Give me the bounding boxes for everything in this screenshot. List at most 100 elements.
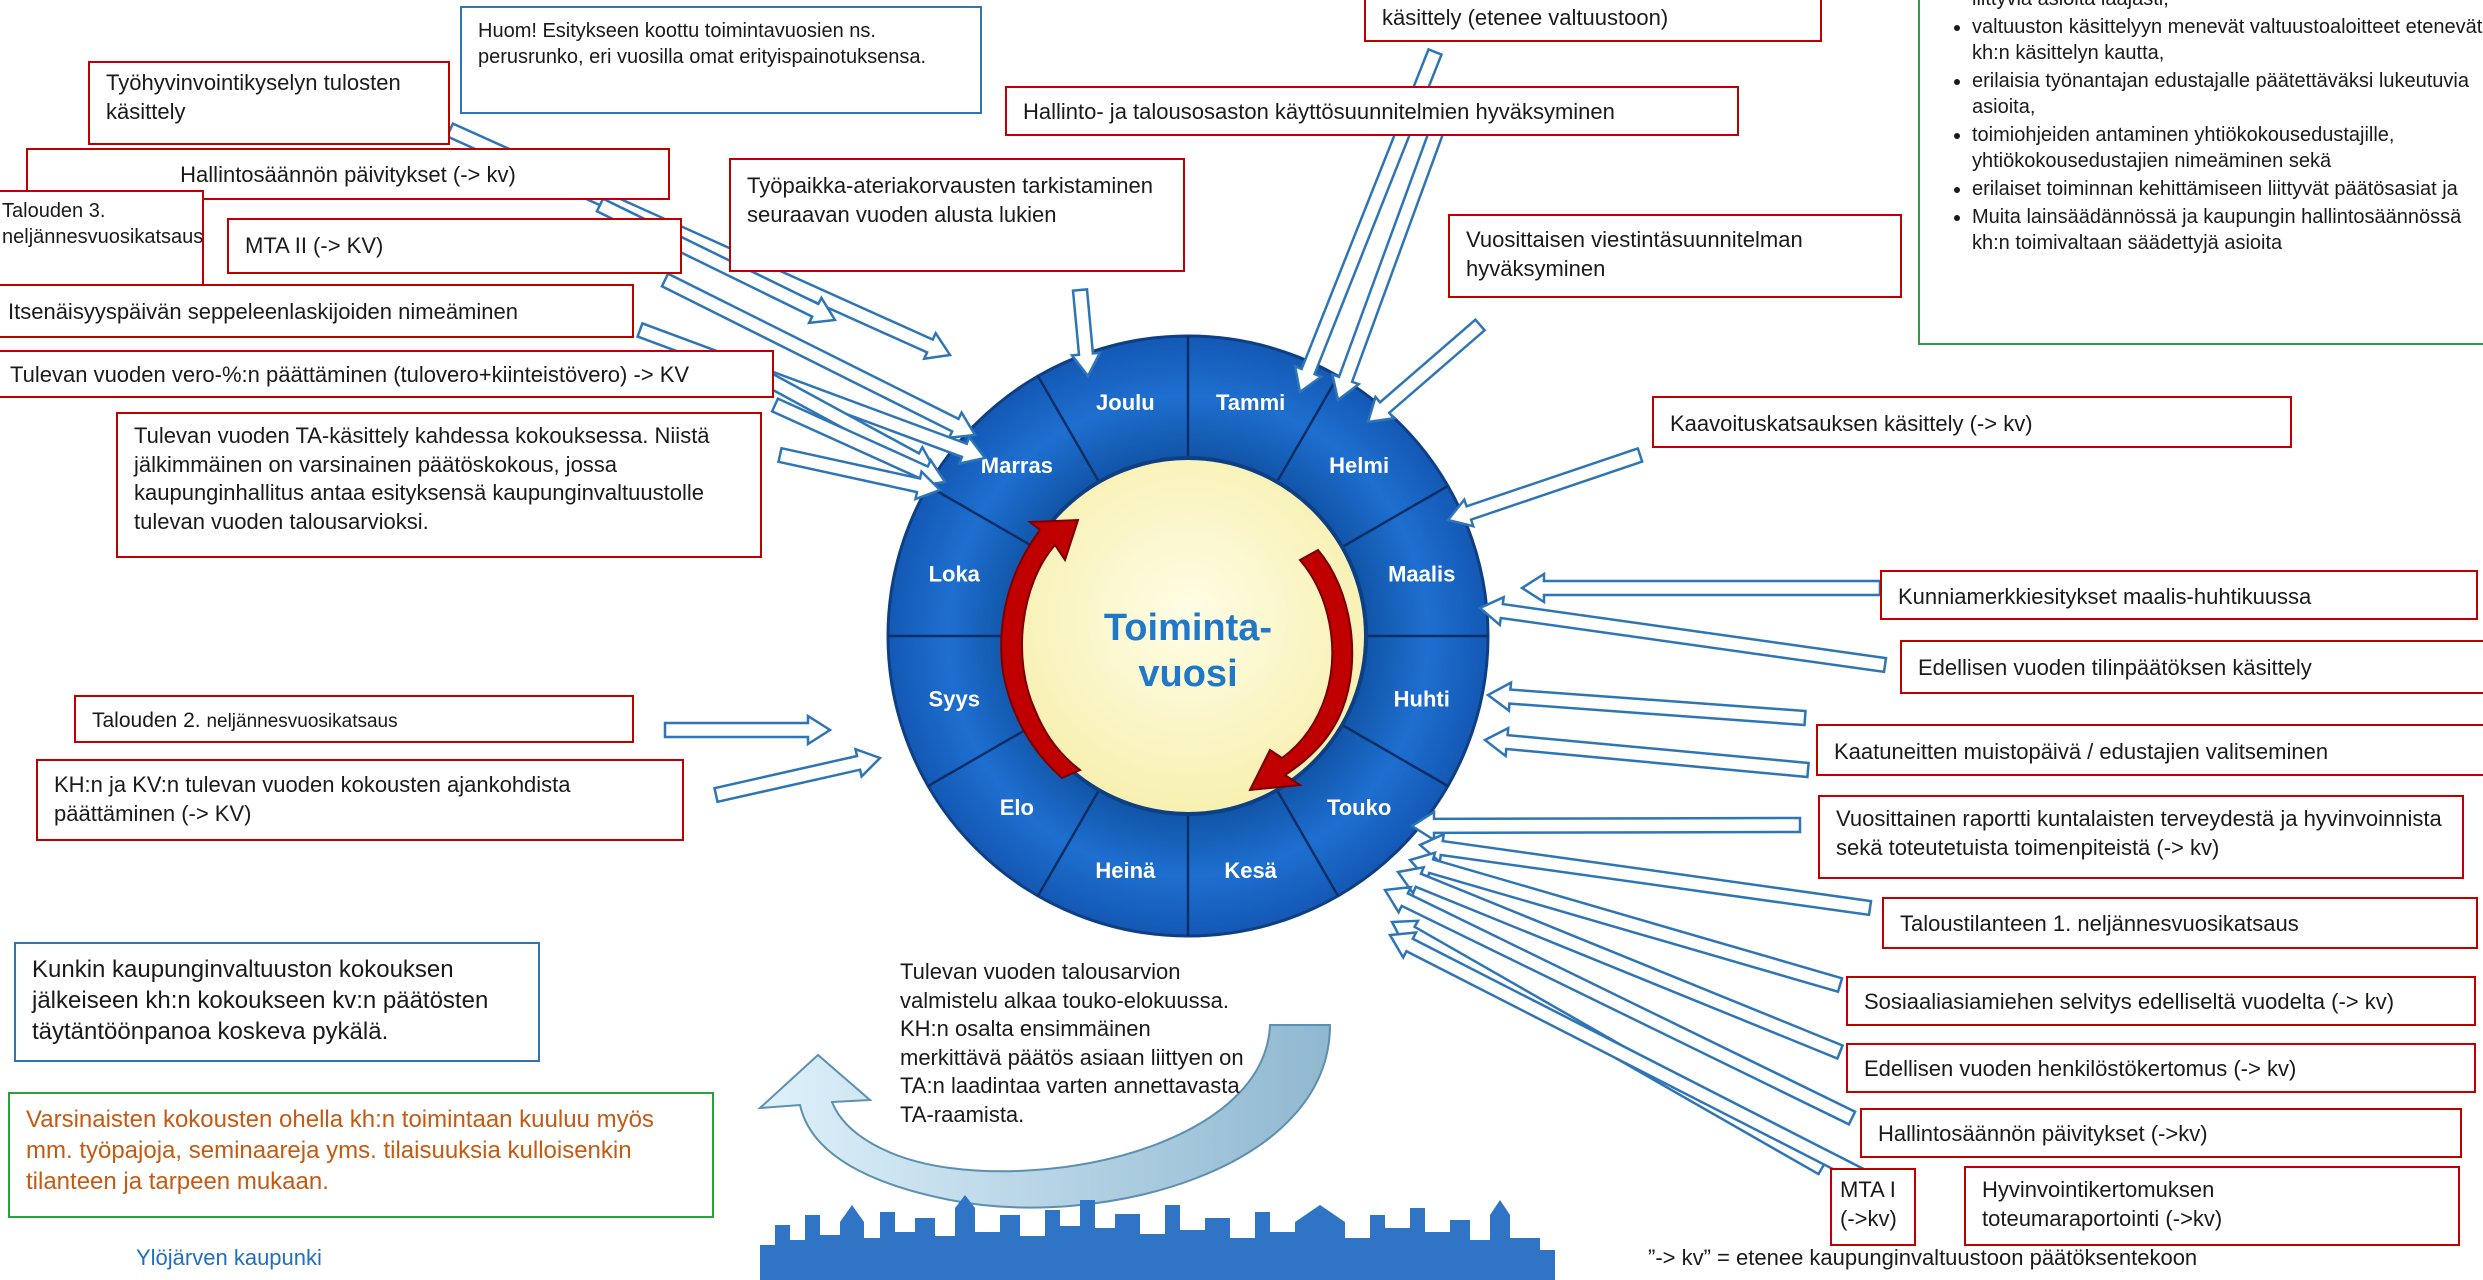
month-label-helmi: Helmi — [1329, 453, 1389, 478]
month-divider — [1036, 789, 1101, 897]
green-bullet-list: liittyviä asioita laajasti, valtuuston k… — [1944, 0, 2483, 256]
month-label-loka: Loka — [929, 561, 981, 586]
month-label-joulu: Joulu — [1096, 390, 1155, 415]
box-terveys: Vuosittainen raportti kuntalaisten terve… — [1818, 795, 2464, 879]
month-label-kesä: Kesä — [1224, 858, 1277, 883]
green-item-0: liittyviä asioita laajasti, — [1972, 0, 2483, 12]
text-tyopaikka: Työpaikka-ateriakorvausten tarkistaminen… — [747, 173, 1153, 227]
text-hallintosaanto-left: Hallintosäännön päivitykset (-> kv) — [180, 162, 516, 187]
text-ta-kasittely: Tulevan vuoden TA-käsittely kahdessa kok… — [134, 423, 710, 534]
box-henkilosto: Edellisen vuoden henkilöstökertomus (-> … — [1846, 1043, 2476, 1093]
text-tilinpaatos: Edellisen vuoden tilinpäätöksen käsittel… — [1918, 655, 2312, 680]
box-sosiaaliasiamies: Sosiaaliasiamiehen selvitys edelliseltä … — [1846, 976, 2476, 1026]
month-divider — [1036, 375, 1101, 483]
note-ta-budget: Tulevan vuoden talousarvion valmistelu a… — [886, 952, 1266, 1182]
red-curve-arrow-right — [1248, 548, 1354, 792]
month-label-touko: Touko — [1327, 795, 1391, 820]
box-kunniamerkki: Kunniamerkkiesitykset maalis-huhtikuussa — [1880, 570, 2478, 620]
box-talouden2: Talouden 2. neljännesvuosikatsaus — [74, 695, 634, 743]
pointer-arrow — [1477, 595, 1888, 674]
month-divider — [927, 484, 1035, 549]
box-kaavoitus: Kaavoituskatsauksen käsittely (-> kv) — [1652, 396, 2292, 448]
pointer-arrow — [1485, 680, 1807, 727]
box-itsenaisyys: Itsenäisyyspäivän seppeleenlaskijoiden n… — [0, 284, 634, 338]
month-label-syys: Syys — [929, 687, 980, 712]
text-huom-note: Huom! Esitykseen koottu toimintavuosien … — [478, 20, 926, 68]
box-taloustilanne: Taloustilanteen 1. neljännesvuosikatsaus — [1882, 897, 2478, 949]
text-hallintosaanto-right: Hallintosäännön päivitykset (->kv) — [1878, 1121, 2208, 1146]
month-divider — [1275, 375, 1340, 483]
box-hallintosaanto-left: Hallintosäännön päivitykset (-> kv) — [26, 148, 670, 200]
pointer-arrow — [1387, 931, 1865, 1183]
red-curve-arrow-left — [1000, 518, 1082, 780]
text-sosiaaliasiamies: Sosiaaliasiamiehen selvitys edelliseltä … — [1864, 989, 2395, 1014]
pointer-arrow — [1482, 725, 1810, 779]
box-hallinto-talous: Hallinto- ja talousosaston käyttösuunnit… — [1005, 86, 1739, 136]
text-ta-budget: Tulevan vuoden talousarvion valmistelu a… — [900, 959, 1244, 1127]
pointer-arrows — [445, 47, 1888, 1183]
text-taloustilanne: Taloustilanteen 1. neljännesvuosikatsaus — [1900, 911, 2299, 936]
box-tilinpaatos: Edellisen vuoden tilinpäätöksen käsittel… — [1900, 640, 2483, 694]
month-divider — [1275, 789, 1340, 897]
box-viestinta: Vuosittaisen viestintäsuunnitelman hyväk… — [1448, 214, 1902, 298]
text-viestinta: Vuosittaisen viestintäsuunnitelman hyväk… — [1466, 227, 1803, 281]
green-item-1: valtuuston käsittelyyn menevät valtuusto… — [1972, 14, 2483, 66]
text-kaatuneitten: Kaatuneitten muistopäivä / edustajien va… — [1834, 739, 2329, 764]
pointer-arrow — [1382, 885, 1857, 1126]
month-label-marras: Marras — [981, 453, 1053, 478]
month-divider — [927, 723, 1035, 788]
pointer-arrow — [1330, 103, 1454, 403]
text-hyvinvointi-a: Hyvinvointikertomuksen — [1982, 1177, 2215, 1202]
text-henkilosto: Edellisen vuoden henkilöstökertomus (-> … — [1864, 1056, 2297, 1081]
month-label-huhti: Huhti — [1394, 687, 1450, 712]
text-vero: Tulevan vuoden vero-%:n päättäminen (tul… — [10, 362, 690, 387]
box-ta-kasittely: Tulevan vuoden TA-käsittely kahdessa kok… — [116, 412, 762, 558]
pointer-arrow — [1395, 865, 1845, 1061]
pointer-arrow — [660, 272, 978, 440]
box-tyohyvinvointi: Työhyvinvointikyselyn tulosten käsittely — [88, 61, 450, 145]
box-kunkin: Kunkin kaupunginvaltuuston kokouksen jäl… — [14, 942, 540, 1062]
green-item-4: erilaiset toiminnan kehittämiseen liitty… — [1972, 176, 2483, 202]
box-tyopaikka: Työpaikka-ateriakorvausten tarkistaminen… — [729, 158, 1185, 272]
month-divider — [1341, 723, 1449, 788]
month-label-heinä: Heinä — [1095, 858, 1156, 883]
pointer-arrow — [777, 446, 943, 501]
text-kaavoitus: Kaavoituskatsauksen käsittely (-> kv) — [1670, 411, 2033, 436]
text-kasittely: käsittely (etenee valtuustoon) — [1382, 5, 1669, 30]
pointer-arrow — [663, 713, 833, 747]
pointer-arrow — [1445, 446, 1644, 528]
pointer-arrow — [1069, 288, 1103, 379]
text-kunkin: Kunkin kaupunginvaltuuston kokouksen jäl… — [32, 956, 489, 1046]
month-dividers — [888, 336, 1488, 936]
pointer-arrow — [713, 747, 883, 804]
text-varsinaisten: Varsinaisten kokousten ohella kh:n toimi… — [26, 1106, 654, 1196]
box-talouden3: Talouden 3. neljännesvuosikatsaus — [0, 190, 204, 298]
box-hallintosaanto-right: Hallintosäännön päivitykset (->kv) — [1860, 1108, 2462, 1158]
box-mta2: MTA II (-> KV) — [227, 218, 682, 274]
month-divider — [1341, 484, 1449, 549]
pointer-arrow — [1366, 317, 1487, 424]
city-skyline — [760, 1195, 1555, 1280]
center-title-line1: Toiminta- — [1104, 607, 1272, 649]
box-vero: Tulevan vuoden vero-%:n päättäminen (tul… — [0, 350, 774, 398]
box-hyvinvointi: Hyvinvointikertomuksen toteumaraportoint… — [1964, 1166, 2460, 1246]
box-green-list: liittyviä asioita laajasti, valtuuston k… — [1918, 0, 2483, 345]
text-mta2: MTA II (-> KV) — [245, 233, 384, 258]
text-talouden2-a: Talouden 2. — [92, 709, 201, 732]
text-mta1-b: (->kv) — [1840, 1205, 1897, 1231]
green-item-2: erilaisia työnantajan edustajalle päätet… — [1972, 68, 2483, 120]
text-kunniamerkki: Kunniamerkkiesitykset maalis-huhtikuussa — [1898, 584, 2312, 609]
green-item-3: toimiohjeiden antaminen yhtiökokousedust… — [1972, 122, 2483, 174]
budget-swoop-arrow — [757, 1024, 1332, 1209]
text-talouden3: Talouden 3. neljännesvuosikatsaus — [2, 200, 204, 248]
text-itsenaisyys: Itsenäisyyspäivän seppeleenlaskijoiden n… — [8, 299, 518, 324]
pointer-arrow — [1409, 809, 1802, 843]
text-tyohyvinvointi: Työhyvinvointikyselyn tulosten käsittely — [106, 70, 401, 124]
green-item-5: Muita lainsäädännössä ja kaupungin halli… — [1972, 204, 2483, 256]
box-varsinaisten: Varsinaisten kokousten ohella kh:n toimi… — [8, 1092, 714, 1218]
month-label-maalis: Maalis — [1388, 561, 1455, 586]
text-hallinto-talous: Hallinto- ja talousosaston käyttösuunnit… — [1023, 99, 1615, 124]
text-kokousten: KH:n ja KV:n tulevan vuoden kokousten aj… — [54, 772, 571, 826]
box-kasittely: käsittely (etenee valtuustoon) — [1364, 0, 1822, 42]
